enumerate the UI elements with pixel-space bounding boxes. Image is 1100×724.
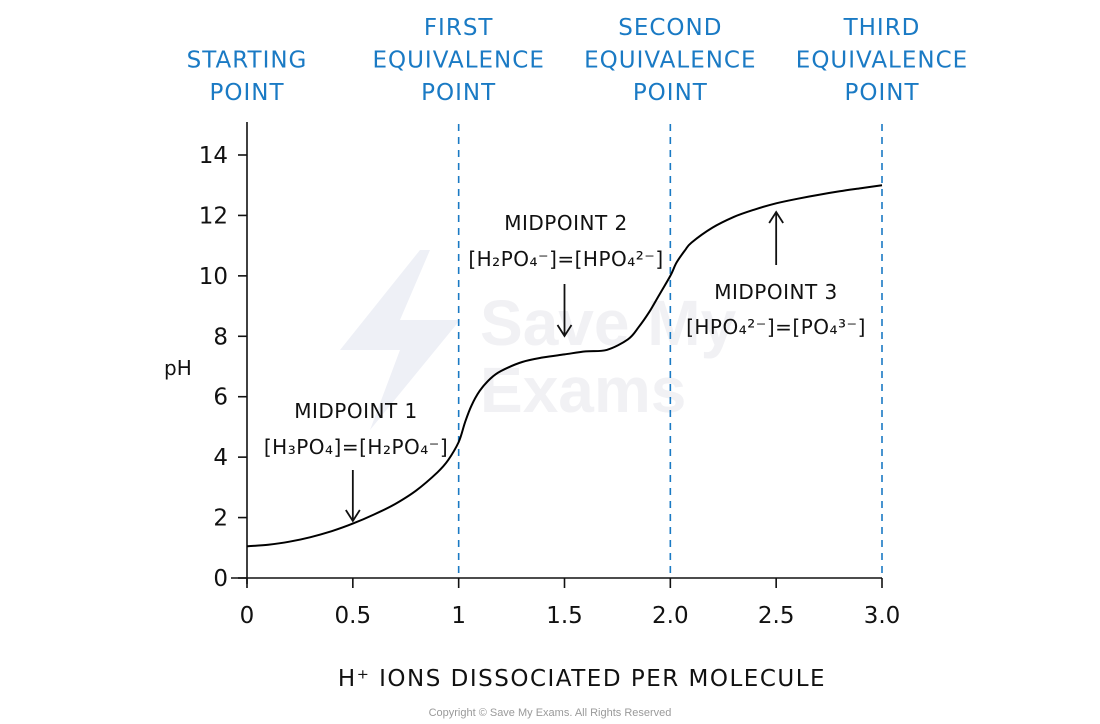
- midpoint-formula: [HPO₄²⁻]=[PO₄³⁻]: [686, 315, 866, 339]
- midpoint-title: MIDPOINT 2: [504, 211, 628, 235]
- midpoint-arrow-icon: [556, 324, 573, 338]
- midpoint-title: MIDPOINT 3: [714, 280, 838, 304]
- annotations: MIDPOINT 1 [H₃PO₄]=[H₂PO₄⁻] MIDPOINT 2 [H₂P…: [264, 210, 866, 523]
- x-tick-label: 1.5: [546, 603, 583, 629]
- equivalence-label: POINT: [421, 80, 496, 106]
- equivalence-label: EQUIVALENCE: [372, 48, 544, 74]
- y-tick-label: 0: [213, 566, 228, 592]
- x-tick-label: 2.5: [758, 603, 795, 629]
- x-tick-label: 0.5: [335, 603, 372, 629]
- y-tick-label: 4: [213, 445, 228, 471]
- y-tick-label: 14: [199, 143, 228, 169]
- midpoint-formula: [H₃PO₄]=[H₂PO₄⁻]: [264, 435, 448, 459]
- midpoint-annotation: MIDPOINT 2 [H₂PO₄⁻]=[HPO₄²⁻]: [468, 211, 663, 338]
- y-ticks: 0 2 4 6 8 10 12 14: [199, 143, 247, 592]
- equivalence-label: EQUIVALENCE: [796, 48, 968, 74]
- equivalence-label: SECOND: [618, 15, 722, 41]
- equivalence-label: STARTING: [187, 48, 308, 74]
- y-axis-label: pH: [164, 356, 192, 380]
- equivalence-label: POINT: [844, 80, 919, 106]
- midpoint-annotation: MIDPOINT 3 [HPO₄²⁻]=[PO₄³⁻]: [686, 210, 866, 339]
- midpoint-formula: [H₂PO₄⁻]=[HPO₄²⁻]: [468, 247, 663, 271]
- watermark: Save My Exams: [340, 250, 737, 430]
- watermark-text-2: Exams: [480, 354, 686, 426]
- watermark-text-1: Save My: [480, 287, 737, 359]
- x-tick-label: 3.0: [864, 603, 901, 629]
- y-tick-label: 12: [199, 203, 228, 229]
- equivalence-label: FIRST: [424, 15, 494, 41]
- midpoint-annotation: MIDPOINT 1 [H₃PO₄]=[H₂PO₄⁻]: [264, 399, 448, 523]
- equivalence-label: THIRD: [843, 15, 921, 41]
- equivalence-lines: [457, 124, 883, 578]
- y-tick-label: 2: [213, 506, 228, 532]
- midpoint-title: MIDPOINT 1: [294, 399, 418, 423]
- x-tick-label: 2.0: [652, 603, 689, 629]
- watermark-logo-icon: [340, 250, 460, 430]
- equivalence-label: EQUIVALENCE: [584, 48, 756, 74]
- ph-curve: [246, 184, 883, 548]
- x-tick-label: 1: [451, 603, 466, 629]
- x-ticks: 0 0.5 1 1.5 2.0 2.5 3.0: [240, 578, 901, 629]
- equivalence-label: POINT: [633, 80, 708, 106]
- equivalence-label: POINT: [209, 80, 284, 106]
- y-tick-label: 8: [213, 324, 228, 350]
- midpoint-arrow-icon: [768, 210, 784, 224]
- equivalence-labels: STARTING POINT FIRST EQUIVALENCE POINT SECOND…: [187, 15, 968, 106]
- x-tick-label: 0: [240, 603, 255, 629]
- y-tick-label: 10: [199, 264, 228, 290]
- copyright-text: Copyright © Save My Exams. All Rights Re…: [429, 707, 672, 719]
- y-tick-label: 6: [213, 385, 228, 411]
- x-axis-label: H⁺ IONS DISSOCIATED PER MOLECULE: [338, 666, 826, 692]
- midpoint-arrow-icon: [345, 509, 361, 523]
